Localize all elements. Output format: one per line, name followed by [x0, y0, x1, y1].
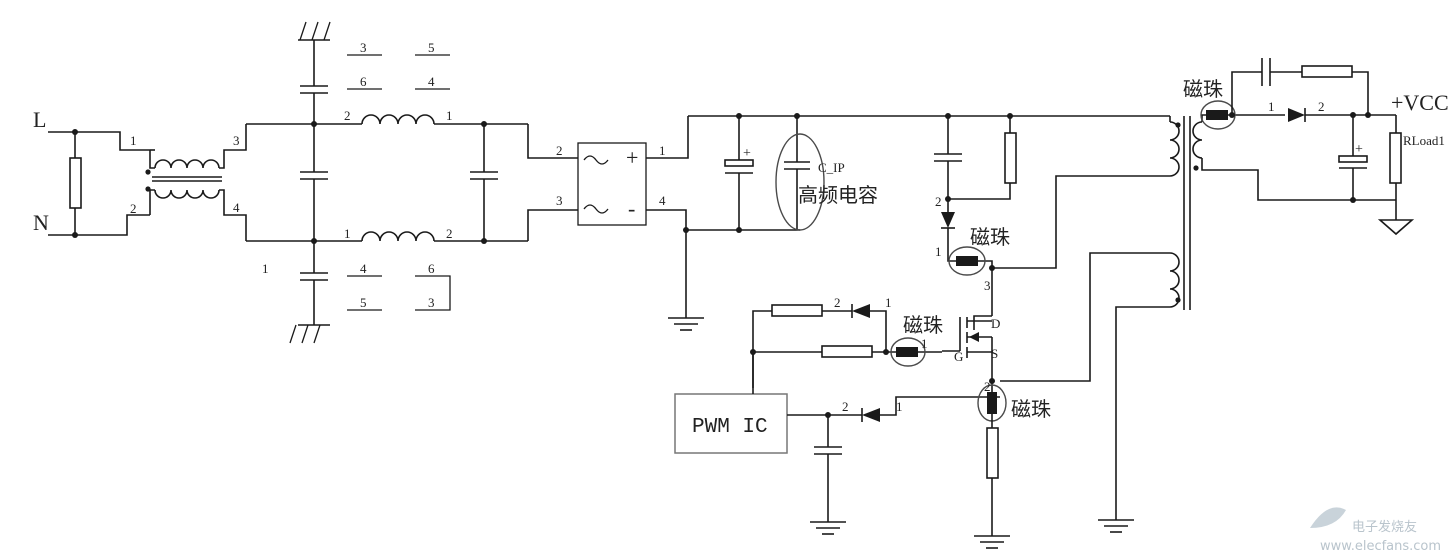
svg-text:2: 2	[1318, 99, 1325, 114]
svg-text:1: 1	[935, 244, 942, 259]
svg-text:1: 1	[344, 226, 351, 241]
svg-text:1: 1	[659, 143, 666, 158]
flyback-transformer	[992, 116, 1203, 533]
svg-text:3: 3	[556, 193, 563, 208]
svg-text:6: 6	[360, 74, 367, 89]
watermark: 电子发烧友 www.elecfans.com	[1310, 507, 1441, 554]
hf-cap-highlight	[775, 133, 825, 231]
svg-text:5: 5	[360, 295, 367, 310]
label-bead-2: 磁珠	[903, 313, 943, 337]
svg-text:2: 2	[984, 379, 991, 394]
label-hf-cap: 高频电容	[798, 183, 878, 207]
bridge-rectifier: + - 2 3 1 4	[527, 116, 689, 241]
svg-text:1: 1	[885, 295, 892, 310]
watermark-url: www.elecfans.com	[1320, 539, 1441, 554]
bead-1-highlight	[948, 246, 986, 276]
mosfet: G D S 3	[942, 268, 1000, 384]
svg-text:6: 6	[428, 261, 435, 276]
svg-text:5: 5	[428, 40, 435, 55]
svg-text:2: 2	[935, 194, 942, 209]
svg-text:4: 4	[659, 193, 666, 208]
label-cip: C_IP	[818, 160, 845, 175]
pwm-ic-box	[674, 393, 788, 454]
svg-text:2: 2	[834, 295, 841, 310]
svg-text:3: 3	[233, 133, 240, 148]
gate-drive: 2 1 磁珠 1	[750, 295, 943, 388]
label-pwm-ic: PWM IC	[692, 416, 768, 439]
svg-text:1: 1	[446, 108, 453, 123]
svg-text:3: 3	[360, 40, 367, 55]
common-mode-choke-1: 3 4	[145, 124, 247, 241]
svg-text:2: 2	[130, 201, 137, 216]
svg-text:1: 1	[896, 399, 903, 414]
svg-text:2: 2	[446, 226, 453, 241]
svg-text:1: 1	[262, 261, 269, 276]
svg-text:3: 3	[428, 295, 435, 310]
secondary-output: 磁珠 1 2 + +VCC RLoad1	[1183, 58, 1449, 236]
label-bead-1: 磁珠	[970, 225, 1010, 249]
watermark-title: 电子发烧友	[1352, 519, 1417, 535]
svg-text:4: 4	[233, 200, 240, 215]
label-drain: D	[991, 316, 1000, 331]
current-sense: 磁珠 2	[974, 379, 1051, 549]
svg-text:+: +	[743, 146, 751, 161]
bridge-minus: -	[628, 196, 635, 221]
label-source: S	[991, 346, 998, 361]
svg-text:+: +	[1355, 142, 1363, 157]
svg-text:4: 4	[428, 74, 435, 89]
svg-text:3: 3	[984, 278, 991, 293]
differential-chokes: 2 1 1 2 3 5 6 4 4 6 5 3	[344, 40, 528, 311]
input-section: L N 1 2	[33, 107, 150, 238]
svg-text:1: 1	[130, 133, 137, 148]
svg-text:2: 2	[842, 399, 849, 414]
svg-text:1: 1	[1268, 99, 1275, 114]
svg-text:4: 4	[360, 261, 367, 276]
svg-text:2: 2	[556, 143, 563, 158]
watermark-logo-icon	[1310, 507, 1346, 528]
bead-2-highlight	[890, 337, 926, 367]
label-bead-4: 磁珠	[1183, 77, 1223, 101]
input-capacitors: + C_IP 高频电容	[668, 113, 1170, 331]
svg-text:2: 2	[344, 108, 351, 123]
label-neutral-n: N	[33, 210, 49, 235]
label-vcc: +VCC	[1391, 90, 1449, 115]
pwm-controller: PWM IC 2 1	[674, 352, 1000, 535]
x-resistor	[69, 157, 82, 209]
label-bead-3: 磁珠	[1011, 397, 1051, 421]
label-line-l: L	[33, 107, 46, 132]
svg-text:1: 1	[921, 336, 928, 351]
rcd-snubber: 磁珠 2 1	[934, 113, 1017, 276]
emi-capacitors: 1	[246, 21, 362, 344]
label-rload: RLoad1	[1403, 133, 1445, 148]
label-gate: G	[954, 349, 963, 364]
bridge-plus: +	[626, 145, 638, 170]
